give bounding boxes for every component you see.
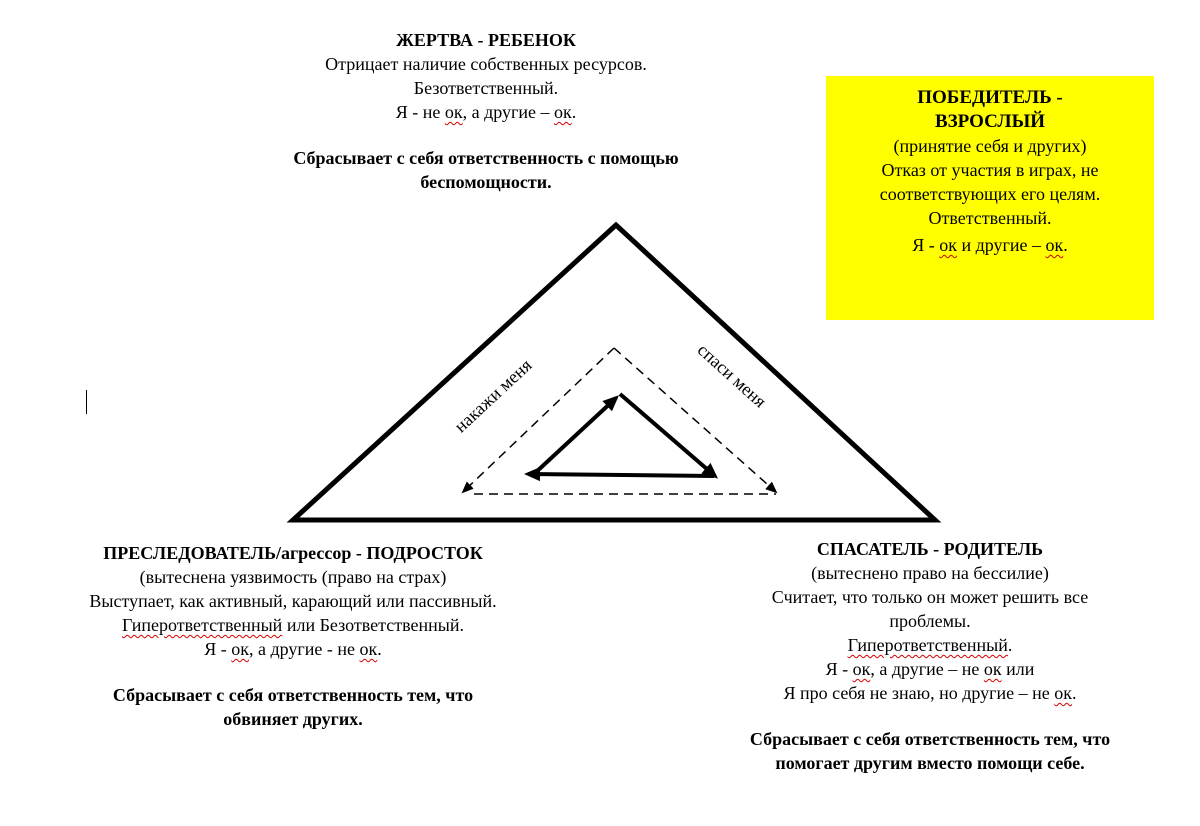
spellcheck-word: ок (554, 102, 572, 122)
label-save-me: спаси меня (694, 340, 771, 412)
winner-title-2: ВЗРОСЛЫЙ (934, 111, 1046, 132)
winner-line-5-part: . (1063, 235, 1068, 255)
rescuer-line-3: проблемы. (889, 611, 971, 631)
spellcheck-word: ок (359, 639, 378, 659)
text-cursor (86, 390, 87, 414)
rescuer-title: СПАСАТЕЛЬ - РОДИТЕЛЬ (816, 539, 1044, 559)
spellcheck-word: Гиперответственный (122, 615, 283, 635)
pursuer-line-4-part: , а другие - не (248, 639, 360, 659)
winner-title-1: ПОБЕДИТЕЛЬ - (917, 87, 1063, 108)
pursuer-title: ПРЕСЛЕДОВАТЕЛЬ/агрессор - ПОДРОСТОК (103, 543, 483, 563)
winner-adult-box: ПОБЕДИТЕЛЬ - ВЗРОСЛЫЙ (принятие себя и д… (826, 76, 1154, 320)
spellcheck-word: ок (1045, 235, 1064, 255)
pursuer-teen-block: ПРЕСЛЕДОВАТЕЛЬ/агрессор - ПОДРОСТОК (выт… (18, 541, 568, 731)
rescuer-line-2: Считает, что только он может решить все (771, 587, 1089, 607)
pursuer-line-3-part: или Безответственный. (282, 615, 464, 635)
rescuer-line-5-part: или (1001, 659, 1035, 679)
rescuer-line-5-part: , а другие – не (870, 659, 984, 679)
victim-bold-line-1: Сбрасывает с себя ответственность с помо… (293, 148, 679, 168)
victim-line-3-part: , а другие – (462, 102, 555, 122)
spellcheck-word: Гиперответственный (847, 635, 1008, 655)
victim-child-block: ЖЕРТВА - РЕБЕНОК Отрицает наличие собств… (212, 28, 760, 194)
pursuer-line-1: (вытеснена уязвимость (право на страх) (139, 567, 447, 587)
outer-triangle (286, 221, 942, 523)
pursuer-line-4: Я - ок, а другие - не ок. (18, 637, 568, 661)
victim-line-1: Отрицает наличие собственных ресурсов. (325, 54, 647, 74)
winner-line-5-part: Я - (912, 235, 940, 255)
winner-line-4: Ответственный. (928, 208, 1052, 228)
pursuer-bold-line-2: обвиняет других. (223, 709, 363, 729)
rescuer-parent-block: СПАСАТЕЛЬ - РОДИТЕЛЬ (вытеснено право на… (690, 537, 1170, 775)
pursuer-line-4-part: Я - (204, 639, 232, 659)
winner-line-2: Отказ от участия в играх, не (881, 160, 1099, 180)
spellcheck-word: ок (444, 102, 463, 122)
rescuer-bold-line-1: Сбрасывает с себя ответственность тем, ч… (749, 729, 1111, 749)
victim-line-3: Я - не ок, а другие – ок. (212, 100, 760, 124)
spellcheck-word: ок (852, 659, 871, 679)
winner-line-5-part: и другие – (956, 235, 1046, 255)
spellcheck-word: ок (939, 235, 957, 255)
rescuer-line-4: Гиперответственный. (690, 633, 1170, 657)
victim-line-2: Безответственный. (413, 78, 559, 98)
pursuer-line-4-part: . (377, 639, 382, 659)
victim-bold-line-2: беспомощности. (420, 172, 552, 192)
spellcheck-word: ок (231, 639, 249, 659)
victim-line-3-part: Я - не (395, 102, 445, 122)
winner-line-3: соответствующих его целям. (879, 184, 1101, 204)
rescuer-line-1: (вытеснено право на бессилие) (811, 563, 1049, 583)
bold-arrow-to-right (618, 392, 719, 479)
spellcheck-word: ок (983, 659, 1002, 679)
bold-arrow-to-left (524, 467, 715, 482)
rescuer-line-6-part: . (1072, 683, 1077, 703)
rescuer-line-5: Я - ок, а другие – не ок или (690, 657, 1170, 681)
bold-arrow-to-top (532, 395, 619, 476)
winner-line-5: Я - ок и другие – ок. (826, 233, 1154, 257)
spellcheck-word: ок (1054, 683, 1073, 703)
pursuer-bold-line-1: Сбрасывает с себя ответственность тем, ч… (112, 685, 474, 705)
winner-line-1: (принятие себя и других) (893, 136, 1087, 156)
dashed-line-left (461, 347, 615, 494)
rescuer-line-6-part: Я про себя не знаю, но другие – не (783, 683, 1055, 703)
dashed-line-right (613, 347, 778, 494)
pursuer-line-3: Гиперответственный или Безответственный. (18, 613, 568, 637)
rescuer-line-6: Я про себя не знаю, но другие – не ок. (690, 681, 1170, 705)
victim-line-3-part: . (571, 102, 577, 122)
rescuer-bold-line-2: помогает другим вместо помощи себе. (775, 753, 1085, 773)
rescuer-line-4-part: . (1007, 635, 1013, 655)
rescuer-line-5-part: Я - (825, 659, 853, 679)
pursuer-line-2: Выступает, как активный, карающий или па… (89, 591, 497, 611)
victim-title: ЖЕРТВА - РЕБЕНОК (396, 30, 576, 50)
